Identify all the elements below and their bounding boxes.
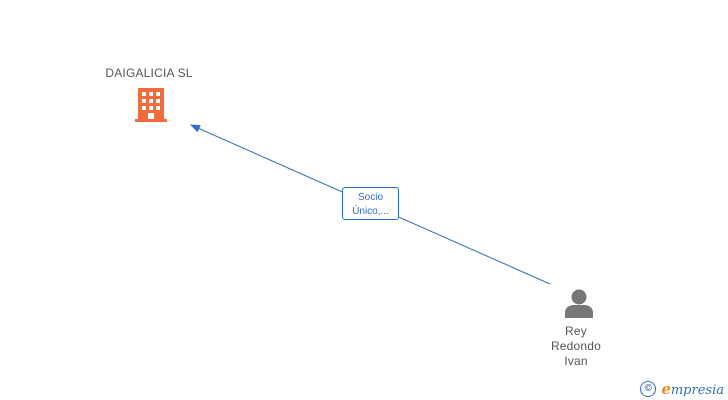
edge-label-socio-unico[interactable]: Socio Único,... [342, 187, 399, 220]
person-name-line1: Rey [565, 324, 587, 338]
company-name[interactable]: DAIGALICIA SL [105, 66, 193, 80]
person-name-line3: Ivan [564, 354, 588, 368]
edge-label-line2: Único,... [352, 206, 389, 217]
edge-label-line1: Socio [357, 192, 383, 203]
person-name[interactable]: Rey Redondo Ivan [536, 324, 616, 369]
copyright-icon: © [640, 381, 657, 397]
person-name-line2: Redondo [550, 339, 602, 353]
building-icon[interactable] [135, 88, 167, 122]
empresia-logo-text: mpresia [670, 383, 724, 398]
empresia-logo-initial: e [661, 380, 671, 398]
person-icon[interactable] [564, 288, 594, 318]
